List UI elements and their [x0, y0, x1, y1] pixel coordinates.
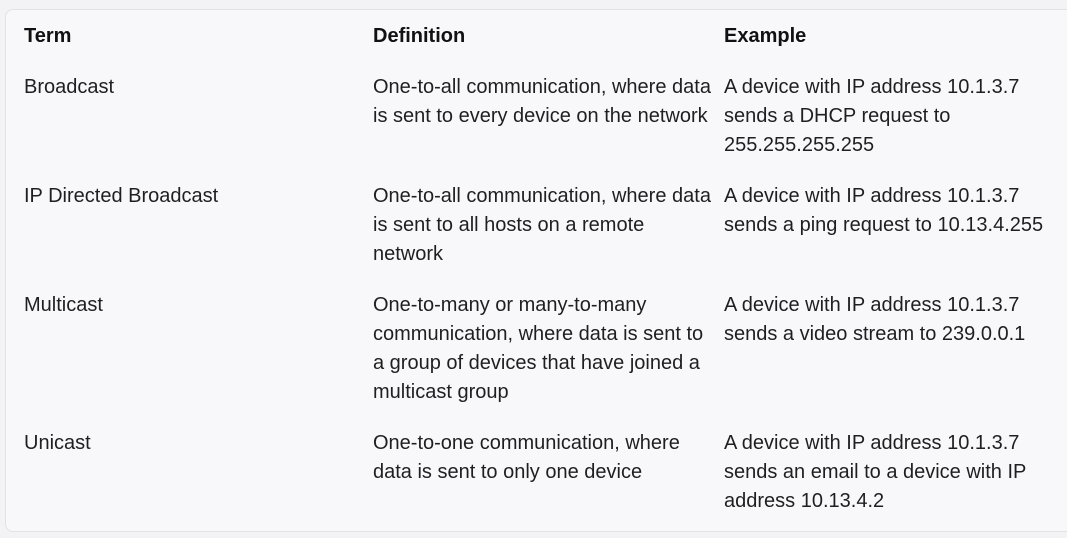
example-cell: A device with IP address 10.1.3.7 sends …: [724, 432, 1027, 512]
term-cell: Unicast: [24, 432, 91, 454]
term-cell: Broadcast: [24, 76, 115, 98]
table-card: Term Definition Example Broadcast One-to…: [5, 9, 1067, 532]
term-cell: IP Directed Broadcast: [24, 185, 219, 207]
definition-cell: One-to-many or many-to-many communicatio…: [373, 294, 704, 403]
header-example: Example: [724, 25, 807, 47]
header-definition: Definition: [373, 25, 466, 47]
header-term: Term: [24, 25, 72, 47]
terms-table: Term Definition Example Broadcast One-to…: [24, 22, 1064, 538]
table-row: Multicast One-to-many or many-to-many co…: [24, 291, 1064, 429]
example-cell: A device with IP address 10.1.3.7 sends …: [724, 294, 1026, 345]
example-cell: A device with IP address 10.1.3.7 sends …: [724, 185, 1044, 236]
definition-cell: One-to-all communication, where data is …: [373, 185, 711, 265]
table-row: Unicast One-to-one communication, where …: [24, 429, 1064, 538]
example-cell: A device with IP address 10.1.3.7 sends …: [724, 76, 1020, 156]
table-row: Broadcast One-to-all communication, wher…: [24, 73, 1064, 182]
table-header-row: Term Definition Example: [24, 22, 1064, 73]
definition-cell: One-to-all communication, where data is …: [373, 76, 711, 127]
definition-cell: One-to-one communication, where data is …: [373, 432, 680, 483]
term-cell: Multicast: [24, 294, 103, 316]
table-row: IP Directed Broadcast One-to-all communi…: [24, 182, 1064, 291]
